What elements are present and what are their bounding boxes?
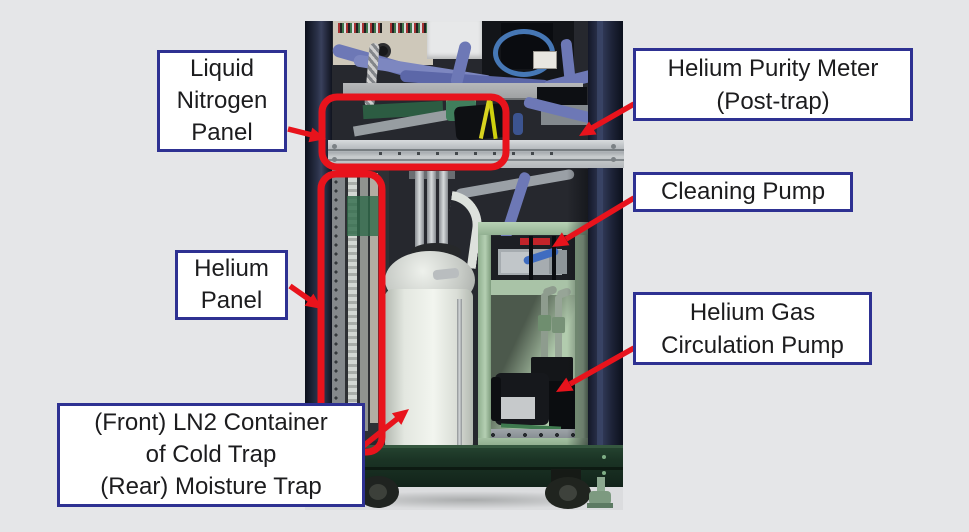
pfeiffer-label bbox=[520, 238, 550, 245]
pipe-fitting bbox=[538, 315, 551, 331]
label-line: Helium bbox=[194, 255, 269, 282]
label-helium-purity-meter: Helium Purity Meter (Post-trap) bbox=[633, 48, 913, 121]
label-line: Panel bbox=[200, 287, 263, 314]
label-liquid-nitrogen-panel: Liquid Nitrogen Panel bbox=[157, 50, 287, 152]
blue-cylinder bbox=[513, 113, 523, 135]
rack-column-left bbox=[478, 222, 491, 450]
motor-cap bbox=[491, 377, 501, 421]
label-line: Circulation Pump bbox=[661, 331, 844, 359]
leveling-foot bbox=[589, 491, 611, 505]
right-inner-shadow bbox=[567, 169, 589, 449]
bar-bolt bbox=[332, 144, 337, 149]
label-line: (Post-trap) bbox=[716, 87, 830, 115]
bar-bolt bbox=[332, 157, 337, 162]
base-screw bbox=[602, 471, 606, 475]
label-line: of Cold Trap bbox=[145, 441, 277, 468]
white-panel bbox=[427, 21, 482, 59]
label-line: Liquid bbox=[189, 55, 255, 82]
pipe-fitting bbox=[552, 317, 565, 333]
label-helium-panel: Helium Panel bbox=[175, 250, 288, 320]
label-cleaning-pump: Cleaning Pump bbox=[633, 172, 853, 212]
label-line: Helium Purity Meter bbox=[667, 54, 879, 82]
cleaning-pump-motor bbox=[501, 252, 529, 273]
strap bbox=[552, 236, 556, 282]
support-rod bbox=[457, 299, 462, 447]
strap bbox=[529, 236, 533, 282]
frame-highlight bbox=[597, 21, 603, 461]
terminal-strip bbox=[338, 23, 382, 33]
label-line: Panel bbox=[191, 119, 253, 146]
bar-groove bbox=[328, 149, 624, 151]
bar-bolt bbox=[611, 144, 616, 149]
bar-bolt bbox=[611, 157, 616, 162]
label-helium-gas-circulation-pump: Helium Gas Circulation Pump bbox=[633, 292, 872, 365]
cabinet-frame-right bbox=[588, 21, 623, 465]
terminal-strip bbox=[390, 23, 430, 33]
label-ln2-container: (Front) LN2 Container of Cold Trap (Rear… bbox=[57, 403, 365, 507]
base-screw bbox=[602, 455, 606, 459]
steel-tube bbox=[439, 171, 448, 263]
bar-groove bbox=[328, 159, 624, 161]
relay-block bbox=[533, 51, 557, 69]
label-line: (Rear) Moisture Trap bbox=[100, 473, 322, 500]
rack-top-rail bbox=[478, 222, 590, 235]
label-line: Nitrogen bbox=[176, 87, 268, 114]
base-groove bbox=[310, 467, 623, 470]
leveling-foot-base bbox=[587, 503, 613, 508]
motor-label bbox=[501, 397, 535, 419]
bar-slots bbox=[363, 152, 563, 155]
steel-tube bbox=[415, 171, 424, 263]
caster-hub bbox=[559, 485, 577, 501]
label-line: Cleaning Pump bbox=[660, 178, 826, 205]
leveling-foot-stem bbox=[597, 477, 605, 495]
label-line: Helium Gas bbox=[689, 298, 816, 326]
caster-hub bbox=[369, 484, 387, 500]
label-line: (Front) LN2 Container bbox=[94, 409, 328, 436]
steel-tube bbox=[427, 171, 436, 263]
pcb-edge bbox=[347, 196, 381, 236]
